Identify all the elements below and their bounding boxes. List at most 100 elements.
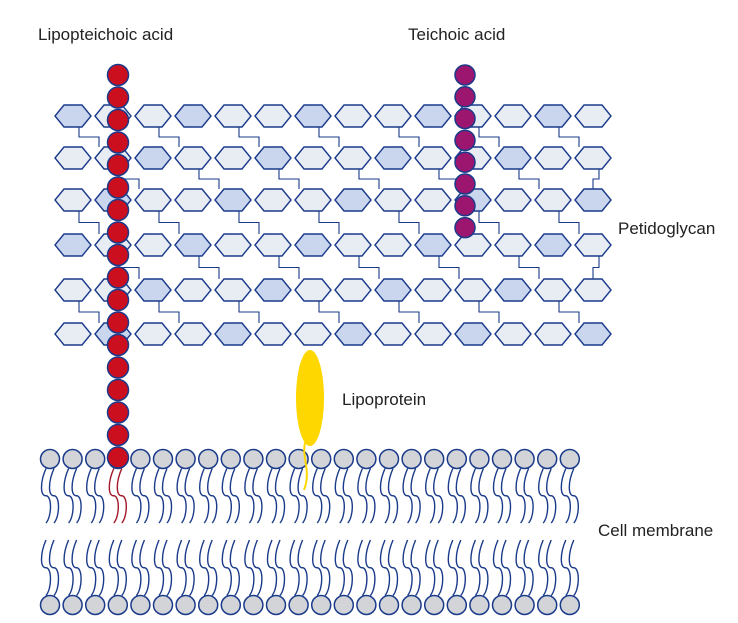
lipid-tail <box>221 468 232 524</box>
lipid-head <box>378 594 400 616</box>
lipid-head <box>401 448 422 470</box>
lipid-tail <box>320 539 331 596</box>
lipid-tail <box>176 468 187 524</box>
lipoprotein-label: Lipoprotein <box>342 390 426 409</box>
lipid-tail <box>131 468 142 524</box>
lipid-tail <box>153 468 165 524</box>
sugar-hexagon <box>414 104 452 128</box>
lipid-tail <box>379 539 391 596</box>
lipid-head <box>333 594 355 616</box>
sugar-hexagon <box>54 278 92 302</box>
sugar-hexagon <box>574 188 612 212</box>
lipid-tail <box>48 539 60 596</box>
lipoprotein-anchor <box>303 439 308 491</box>
sugar-hexagon <box>54 233 92 257</box>
sugar-hexagon <box>454 278 492 302</box>
lipid-tail <box>229 468 240 524</box>
lipid-head <box>356 594 377 616</box>
lipid-tail <box>86 468 97 524</box>
lipid-tail <box>161 539 173 596</box>
lipid-tail <box>221 539 232 596</box>
peptide-crosslink <box>478 301 500 323</box>
lipid-head <box>423 594 445 616</box>
peptide-crosslink <box>278 169 300 189</box>
sugar-hexagon <box>374 188 412 212</box>
sugar-hexagon <box>214 188 252 212</box>
peptide-crosslink <box>438 256 460 279</box>
lipid-tail <box>40 468 52 524</box>
lipid-head <box>130 448 151 470</box>
sugar-hexagon <box>134 146 172 170</box>
sugar-hexagon <box>214 146 252 170</box>
lipid-tail <box>94 468 105 524</box>
lipid-head <box>62 594 83 616</box>
sugar-hexagon <box>534 233 572 257</box>
sugar-hexagon <box>414 278 452 302</box>
sugar-hexagon <box>374 233 412 257</box>
lipid-tail <box>274 539 286 596</box>
lipid-tail <box>357 468 368 524</box>
sugar-hexagon <box>134 104 172 128</box>
sugar-hexagon <box>334 188 372 212</box>
peptidoglycan-label: Petidoglycan <box>618 219 715 238</box>
lipid-tail <box>455 539 466 596</box>
sugar-hexagon <box>294 322 332 346</box>
lipid-head <box>130 594 151 616</box>
peptide-crosslink <box>398 301 420 323</box>
lipid-tail <box>402 539 413 596</box>
lipid-head <box>514 448 535 470</box>
lipid-tail <box>252 468 263 524</box>
lipid-head <box>84 594 106 616</box>
lipid-head <box>152 448 174 470</box>
lipid-tail <box>357 539 368 596</box>
lipid-tail <box>176 539 187 596</box>
sugar-hexagon <box>374 146 412 170</box>
lipid-tail <box>568 468 579 524</box>
sugar-hexagon <box>334 233 372 257</box>
peptide-crosslink <box>238 127 260 147</box>
lipid-tail <box>48 468 60 524</box>
lipid-head <box>39 594 61 616</box>
sugar-hexagon <box>454 322 492 346</box>
lipid-tail <box>289 468 300 524</box>
peptide-crosslink <box>558 301 580 323</box>
sugar-hexagon <box>574 278 612 302</box>
lipoteichoic-bead <box>106 446 130 469</box>
sugar-hexagon <box>334 146 372 170</box>
lipid-head <box>559 448 581 470</box>
lipid-tail <box>108 539 119 596</box>
sugar-hexagon <box>254 146 292 170</box>
lipid-head <box>514 594 535 616</box>
teichoic-bead <box>454 216 476 239</box>
lipid-head <box>378 448 400 470</box>
peptidoglycan-layer <box>54 104 612 346</box>
teichoic-bead <box>454 151 476 173</box>
sugar-hexagon <box>54 146 92 170</box>
sugar-hexagon <box>54 188 92 212</box>
teichoic-acid-chain <box>454 64 476 239</box>
lipid-tail <box>244 468 255 524</box>
lipid-head <box>220 594 242 616</box>
lipid-tail <box>139 539 150 596</box>
lipid-tail <box>447 539 458 596</box>
sugar-hexagon <box>294 104 332 128</box>
lipid-tail <box>379 468 391 524</box>
lipid-tail <box>207 539 218 596</box>
sugar-hexagon <box>254 233 292 257</box>
lipid-tail <box>387 539 399 596</box>
sugar-hexagon <box>494 322 532 346</box>
peptide-crosslink <box>358 169 380 189</box>
lipid-tail <box>455 468 466 524</box>
lipoteichoic-bead <box>106 243 130 267</box>
peptide-crosslink <box>318 301 340 323</box>
teichoic-bead <box>454 129 476 152</box>
lipid-tail <box>334 539 345 596</box>
lipid-head <box>175 448 196 470</box>
lipid-tail <box>297 539 308 596</box>
peptide-crosslinks <box>78 127 600 323</box>
sugar-hexagon <box>254 104 292 128</box>
lipid-head <box>310 448 332 470</box>
sugar-hexagon <box>494 188 532 212</box>
teichoic-bead <box>454 195 476 217</box>
